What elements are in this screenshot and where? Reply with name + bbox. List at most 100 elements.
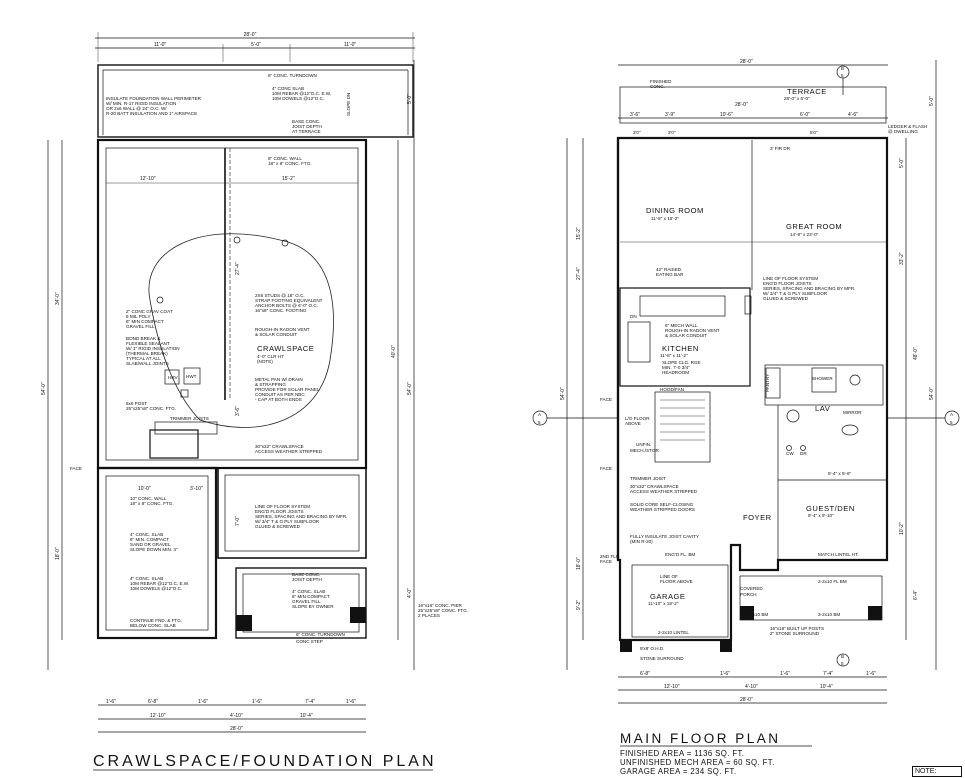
dim-main-bot-e: 1'-6": [866, 671, 876, 677]
label-hwt: HWT: [186, 374, 197, 379]
dim-top-c: 11'-0": [344, 42, 357, 48]
dim-bot2-a: 12'-10": [150, 713, 166, 719]
revision-cloud: [148, 233, 334, 428]
dim-main-bot2-b: 4'-10": [745, 684, 758, 690]
note-bm3: 3-2x10 BM: [818, 612, 840, 617]
note-face-main2: FACE: [600, 466, 612, 471]
section-5-top: 5: [841, 73, 844, 78]
note-post: 6x6 POST 25"x25"x8" CONC. FTG.: [126, 401, 176, 411]
label-dining: DINING ROOM: [646, 206, 704, 215]
dim-bot-e: 7'-4": [305, 699, 315, 705]
dim-main-bot2-a: 12'-10": [664, 684, 680, 690]
dim-top-total: 28'-0": [244, 32, 257, 38]
label-hrv: HRV: [168, 375, 179, 380]
dim-vert-c: 3'-6": [235, 406, 241, 416]
label-shower: SHOWER: [812, 376, 833, 381]
dim-main-right-b: 48'-0": [913, 347, 919, 360]
dim-inner-total: 28'-0": [735, 102, 748, 108]
note-wall10: 10" CONC. WALL 18" x 8" CONC. FTG.: [130, 496, 174, 506]
note-lo: L/O FLOOR ABOVE: [625, 416, 651, 426]
dim-main-right-f: 6'-4": [913, 590, 919, 600]
note-gravel: 2" CONC GRAV COAT 6 MIL POLY 6" MIN COMP…: [126, 309, 174, 329]
note-bond: BOND BREAK & FLEXIBLE SEALANT W/ 1" RIGI…: [126, 336, 181, 366]
note-floorsys-main: LINE OF FLOOR SYSTEM ENG'D FLOOR JOISTS …: [763, 276, 857, 301]
dim-side-total: 54'-0": [41, 382, 47, 395]
label-lav: LAV: [815, 404, 831, 413]
note-wall8: 8" CONC. WALL 18" x 8" CONC. FTG.: [268, 156, 312, 166]
dim-main-top-e: 4'-6": [848, 112, 858, 118]
dim-top-a: 11'-0": [154, 42, 167, 48]
dim-main-right-total: 54'-0": [929, 387, 935, 400]
note-stone: STONE SURROUND: [640, 656, 684, 661]
note-finished: FINISHED CONC.: [650, 79, 673, 89]
title-main: MAIN FLOOR PLAN: [620, 731, 781, 746]
note-post-main: 16"x16" BUILT UP POSTS 2" STONE SURROUND: [770, 626, 825, 636]
note-trimmer-main: TRIMMER JOIST: [630, 476, 666, 481]
label-pantry: PANTRY: [765, 374, 770, 392]
note-raised: 42" RAISED EATING BAR: [656, 267, 684, 277]
label-terrace-dim: 28'-0" x 6'-0": [784, 96, 810, 101]
label-terrace: TERRACE: [787, 87, 827, 96]
dim-guest-a: 5'-4" x 5'-6": [828, 471, 852, 476]
section-5-right: 5: [950, 420, 953, 425]
note-base: BASE CONC. JOIST DEPTH AT TERRACE: [292, 119, 323, 134]
note-crawl-height: 4'-0" CLR HT (NOTE): [257, 354, 285, 364]
dim-main-bottom-total: 28'-0": [740, 697, 753, 703]
note-cw: CW: [786, 451, 794, 456]
note-box: NOTE:: [912, 766, 962, 777]
area-finished: FINISHED AREA = 1136 SQ. FT.: [620, 749, 744, 758]
dim-main-bot-c: 1'-6": [780, 671, 790, 677]
dim-mid-b: 3'-10": [190, 486, 203, 492]
section-b-top: B: [841, 66, 844, 71]
note-pier: 16"x16" CONC. PIER 25"x25"x8" CONC. FTG.…: [418, 603, 469, 618]
foundation-plan: 28'-0" 11'-0" 5'-0" 11'-0" 6" CONC. TURN…: [41, 32, 469, 771]
note-lo2: LINE OF FLOOR ABOVE: [660, 574, 693, 584]
note-hood: HOOD/FAN: [660, 387, 684, 392]
dim-main-top-b: 3'-9": [665, 112, 675, 118]
note-bm2: 2-2x10 BM: [746, 612, 768, 617]
dim-main-left-d: 9'-2": [576, 600, 582, 610]
dim-bottom-total: 28'-0": [230, 726, 243, 732]
section-a-right: A: [950, 412, 954, 417]
dim-main-right-e: 10'-2": [899, 522, 905, 535]
note-garage-rebar: 4" CONC. SLAB 10M REBAR @12"O.C. E.W. 10…: [130, 576, 190, 591]
dim-mid-a: 10'-0": [138, 486, 151, 492]
note-garage-slab: 4" CONC. SLAB 6" MIN. COMPACT SAND OR GR…: [130, 532, 178, 552]
label-mech: UNFIN. MECH./STOR: [630, 442, 659, 453]
dim-main-top-a: 3'-6": [630, 112, 640, 118]
section-b-bot: B: [841, 654, 844, 659]
note-turndown: 6" CONC. TURNDOWN: [268, 73, 317, 78]
dim-top-b: 5'-0": [251, 42, 261, 48]
label-great-dim: 14'-8" x 23'-0": [790, 232, 819, 237]
dim-win-a: 3'0": [633, 130, 641, 135]
note-trimmer: TRIMMER JOISTS: [170, 416, 209, 421]
note-face-main: FACE: [600, 397, 612, 402]
dim-right-b: 4'-0": [407, 588, 413, 598]
note-eng: ENG'D FL. BM: [665, 552, 695, 557]
label-kitchen: KITCHEN: [662, 344, 699, 353]
note-dr: DR: [800, 451, 807, 456]
label-guest-dim: 9'-4" x 9'-10": [808, 513, 834, 518]
dim-bot-d: 1'-6": [252, 699, 262, 705]
note-studs: 2X6 STUDS @ 16" O.C. STRAP FOOTING EQUIV…: [255, 293, 324, 313]
note-step: CONC STEP: [296, 639, 323, 644]
note-door: SOLID CORE SELF-CLOSING WEATHER STRIPPED…: [630, 502, 695, 512]
note-2ndflr: 2ND FLR FACE: [600, 554, 620, 564]
dim-side-b: 40'-0": [391, 345, 397, 358]
note-dn: DN: [630, 314, 637, 319]
dim-main-top-total: 28'-0": [740, 59, 753, 65]
note-continue: CONTINUE FND. & FTG. BELOW CONC. SLAB: [130, 618, 183, 628]
dim-main-right-d: 5'-0": [929, 96, 935, 106]
note-ohd: 9'x8' O.H.D.: [640, 646, 664, 651]
dim-main-right-c: 5'-0": [899, 158, 905, 168]
note-porch-base: BASE CONC. JOIST DEPTH: [292, 572, 322, 582]
dim-main-left-b: 15'-2": [576, 227, 582, 240]
note-slab: 4" CONC SLAB 10M REBAR @12"O.C. E.W. 10M…: [272, 86, 332, 101]
dim-bot2-c: 10'-4": [300, 713, 313, 719]
dim-main-top-d: 6'-0": [800, 112, 810, 118]
dim-side-c: 18'-0": [55, 547, 61, 560]
dim-main-left-total: 54'-0": [560, 387, 566, 400]
note-slope: SLOPE DN: [346, 93, 351, 116]
dim-main-right-a: 33'-2": [899, 252, 905, 265]
dim-win-b: 3'0": [668, 130, 676, 135]
